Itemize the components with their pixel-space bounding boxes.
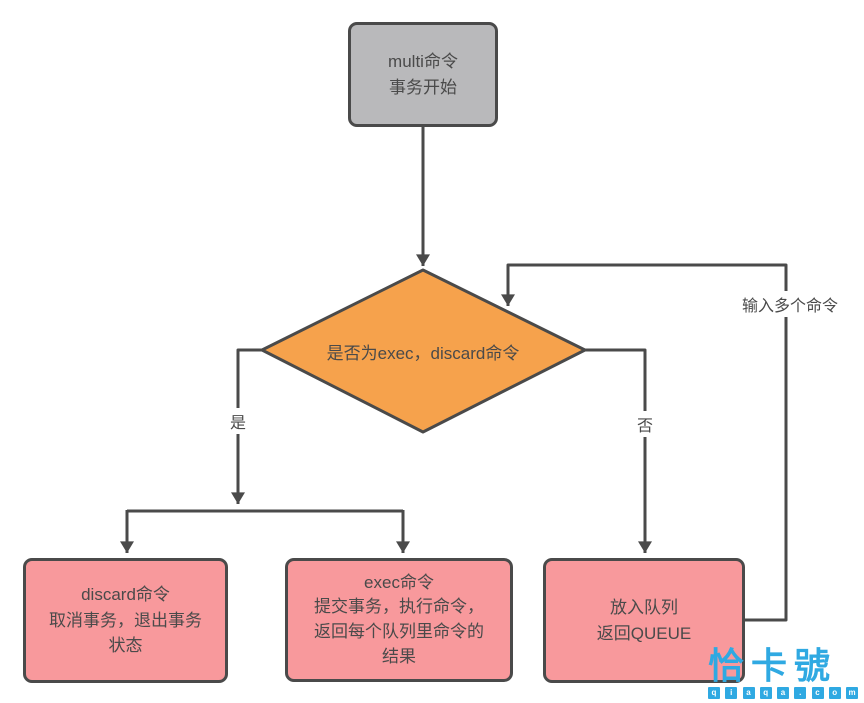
- watermark-site-letter: q: [759, 687, 772, 699]
- decision-diamond: [260, 268, 587, 434]
- watermark-site-letter: a: [742, 687, 755, 699]
- edge-yes: [231, 348, 262, 504]
- watermark-site-letter: q: [708, 687, 720, 699]
- node-decision-label: 是否为exec，discard命令: [326, 344, 520, 363]
- edge-label-no: 否: [632, 411, 658, 437]
- edge-loop-queue-to-decision: [501, 263, 788, 622]
- edge-no: [585, 348, 652, 553]
- watermark-site-letter: .: [794, 687, 807, 699]
- node-queue-label: 放入队列 返回QUEUE: [596, 598, 692, 643]
- watermark-logo: 恰卡號: [708, 645, 838, 686]
- node-start: multi命令 事务开始: [348, 22, 498, 127]
- watermark-site-letter: a: [777, 687, 789, 699]
- node-discard-label: discard命令 取消事务，退出事务 状态: [49, 585, 202, 656]
- watermark-site-letter: i: [725, 687, 738, 699]
- node-queue: 放入队列 返回QUEUE: [543, 558, 745, 683]
- watermark-site-letter: m: [846, 687, 858, 699]
- node-discard: discard命令 取消事务，退出事务 状态: [23, 558, 228, 683]
- node-exec: exec命令 提交事务，执行命令， 返回每个队列里命令的 结果: [285, 558, 513, 682]
- node-start-label: multi命令 事务开始: [388, 52, 458, 97]
- edge-label-yes: 是: [225, 408, 251, 434]
- watermark-site-letter: c: [811, 687, 824, 699]
- node-exec-label: exec命令 提交事务，执行命令， 返回每个队列里命令的 结果: [314, 572, 484, 666]
- edge-label-loop: 输入多个命令: [737, 291, 843, 317]
- watermark-site-letter: o: [828, 687, 841, 699]
